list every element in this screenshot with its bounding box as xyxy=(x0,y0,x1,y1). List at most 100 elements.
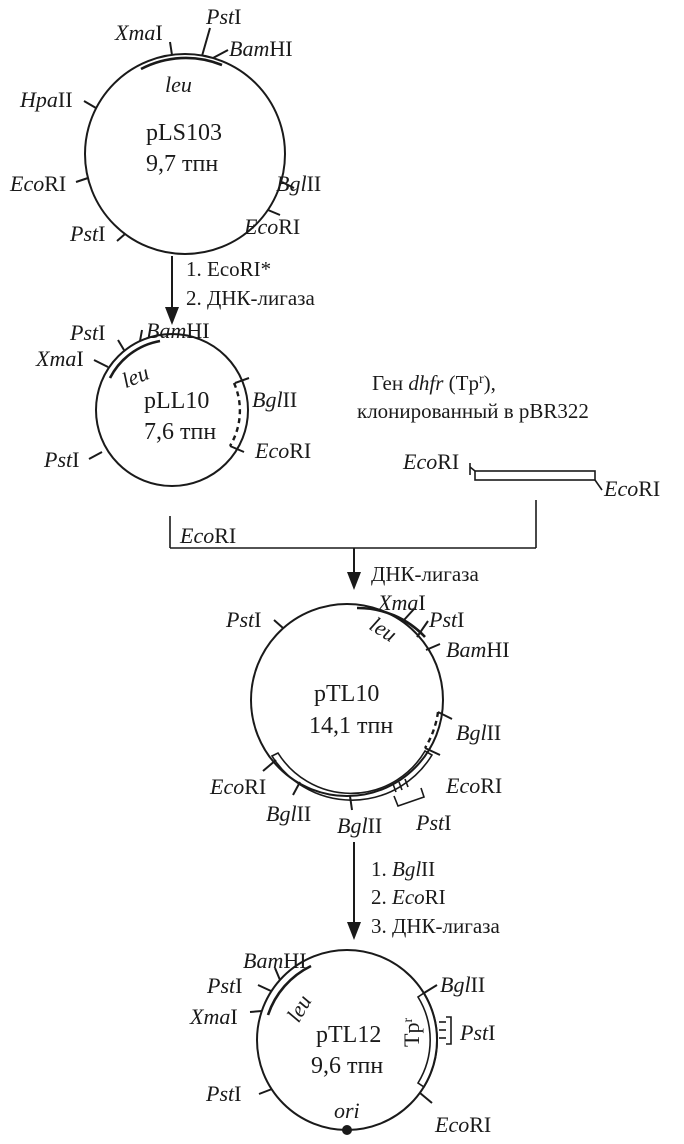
plS103-tick-xmai xyxy=(169,41,173,56)
pll10-tick-psti xyxy=(117,339,125,351)
ptl10-tick-ecori-left xyxy=(262,759,277,772)
pll10-leu-arc xyxy=(108,339,161,379)
dhfr-fragment-right-end xyxy=(594,479,603,491)
ptl12-tick-bglii xyxy=(423,984,438,994)
dhfr-site-ecori-left: EcoRI xyxy=(402,449,459,474)
pll10-tick-bglii xyxy=(234,377,250,384)
ptl10-tick-psti-left xyxy=(273,619,284,629)
pll10-name: pLL10 xyxy=(144,388,209,414)
step-1: 1. EcoRI* 2. ДНК-лигаза xyxy=(165,256,315,325)
plS103-site-bglii: BglII xyxy=(276,171,321,196)
ptl12-tick-xmai xyxy=(249,1010,263,1013)
plS103-site-ecori-left: EcoRI xyxy=(9,171,66,196)
ptl10-bracket-tick-1 xyxy=(392,783,397,793)
ptl10-psti-bracket xyxy=(393,787,426,808)
step-3-arrowhead xyxy=(347,922,361,940)
plasmid-ptl10: leu pTL10 14,1 тпн XmaI PstI BamHI PstI … xyxy=(209,590,510,838)
ptl10-site-bglii-left: BglII xyxy=(266,801,311,826)
step-2: EcoRI ДНК-лигаза xyxy=(169,500,537,590)
ptl12-tick-bamhi xyxy=(274,967,281,981)
ptl10-bracket-tick-2 xyxy=(398,781,403,791)
pll10-dashed-arc xyxy=(228,382,242,447)
pll10-site-xmai: XmaI xyxy=(35,346,84,371)
dhfr-gene-fragment: Ген dhfr (Tpr), клонированный в pBR322 E… xyxy=(357,371,660,501)
dhfr-gene-subtitle: клонированный в pBR322 xyxy=(357,399,589,423)
plS103-site-ecori-right: EcoRI xyxy=(243,214,300,239)
dhfr-site-ecori-right: EcoRI xyxy=(603,476,660,501)
ptl10-tick-bglii-left xyxy=(292,781,301,796)
ptl10-site-ecori-right: EcoRI xyxy=(445,773,502,798)
plS103-tick-bamhi xyxy=(212,49,229,59)
ptl10-site-psti-left: PstI xyxy=(225,607,261,632)
merge-ecori-label: EcoRI xyxy=(179,523,236,548)
ptl12-site-xmai: XmaI xyxy=(189,1004,238,1029)
ptl12-site-bglii: BglII xyxy=(440,972,485,997)
plS103-site-xmai: XmaI xyxy=(114,20,163,45)
plS103-site-bamhi: BamHI xyxy=(229,36,293,61)
plS103-tick-bglii xyxy=(281,181,295,189)
ptl10-site-xmai: XmaI xyxy=(377,590,426,615)
ptl10-site-bamhi: BamHI xyxy=(446,637,510,662)
ptl12-name: pTL12 xyxy=(316,1022,381,1048)
plasmid-pll10: leu pLL10 7,6 тпн PstI BamHI XmaI BglII … xyxy=(35,318,311,487)
ptl12-leu-arc xyxy=(266,964,312,1016)
plS103-circle xyxy=(84,53,286,255)
plS103-tick-ecori-right xyxy=(267,209,281,216)
pll10-site-bglii: BglII xyxy=(252,387,297,412)
ptl10-tick-bglii-right xyxy=(437,711,453,720)
plS103-tick-hpaii xyxy=(83,100,97,109)
pll10-site-ecori: EcoRI xyxy=(254,438,311,463)
ptl10-site-bglii-right: BglII xyxy=(456,720,501,745)
plS103-leu-arc xyxy=(140,56,223,71)
ptl12-tp-band xyxy=(416,991,438,1089)
dhfr-gene-title: Ген dhfr (Tpr), xyxy=(372,371,496,395)
step-1-text-2: 2. ДНК-лигаза xyxy=(186,286,315,310)
ptl12-site-psti-bottom: PstI xyxy=(205,1081,241,1106)
plasmid-plS103: leu pLS103 9,7 тпн XmaI PstI BamHI HpaII… xyxy=(9,4,321,255)
plS103-tick-ecori-left xyxy=(75,177,89,183)
ptl12-ori-label: ori xyxy=(334,1098,360,1123)
ptl12-leu-label: leu xyxy=(281,990,316,1026)
plS103-leu-label: leu xyxy=(165,72,192,97)
ptl12-site-psti-right: PstI xyxy=(459,1020,495,1045)
ptl10-size: 14,1 тпн xyxy=(309,713,393,739)
ptl12-psti-bracket xyxy=(446,1016,452,1045)
ptl10-name: pTL10 xyxy=(314,681,379,707)
plS103-site-hpaii: HpaII xyxy=(19,87,73,112)
ptl12-tp-label: Tpr xyxy=(399,1018,424,1047)
pll10-tick-psti-bottom xyxy=(88,451,103,460)
ptl10-site-psti: PstI xyxy=(428,607,464,632)
step-2-text: ДНК-лигаза xyxy=(371,562,479,586)
pll10-site-psti-bottom: PstI xyxy=(43,447,79,472)
ptl12-tick-psti xyxy=(257,984,272,992)
pll10-tick-bamhi xyxy=(139,329,143,342)
pll10-circle xyxy=(95,333,249,487)
plS103-site-psti: PstI xyxy=(205,4,241,29)
ptl12-site-ecori: EcoRI xyxy=(434,1112,491,1137)
pll10-site-bamhi: BamHI xyxy=(146,318,210,343)
ptl10-tick-psti xyxy=(416,620,429,638)
plS103-size: 9,7 тпн xyxy=(146,151,218,177)
ptl12-site-bamhi: BamHI xyxy=(243,948,307,973)
step-2-arrowhead xyxy=(347,572,361,590)
ptl10-site-psti-bottom: PstI xyxy=(415,810,451,835)
step-3: 1. BglII 2. EcoRI 3. ДНК-лигаза xyxy=(347,842,500,940)
plS103-tick-psti xyxy=(201,27,211,57)
ptl12-tick-ecori xyxy=(419,1092,433,1104)
plS103-site-psti-bottom: PstI xyxy=(69,221,105,246)
ptl10-site-bglii-bottom: BglII xyxy=(337,813,382,838)
pll10-tick-xmai xyxy=(93,359,109,368)
dhfr-fragment-left-top xyxy=(469,466,476,472)
plS103-name: pLS103 xyxy=(146,120,222,146)
ptl10-dhfr-band xyxy=(270,749,434,801)
ptl10-site-ecori-left: EcoRI xyxy=(209,774,266,799)
pll10-size: 7,6 тпн xyxy=(144,419,216,445)
dhfr-fragment-box xyxy=(474,470,596,481)
step-3-text-1: 1. BglII xyxy=(371,857,435,881)
ptl10-tick-xmai xyxy=(403,608,415,621)
plS103-tick-psti-bottom xyxy=(116,233,126,242)
ptl10-circle xyxy=(250,603,444,797)
step-3-text-3: 3. ДНК-лигаза xyxy=(371,914,500,938)
step-1-text-1: 1. EcoRI* xyxy=(186,257,271,281)
